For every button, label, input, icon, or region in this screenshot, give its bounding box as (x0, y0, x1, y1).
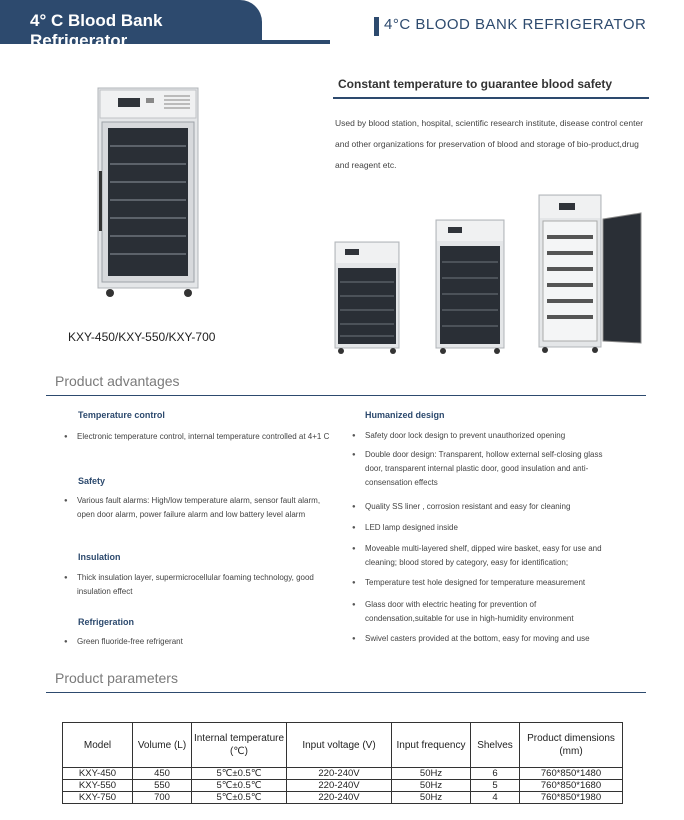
safety-bullet: Various fault alarms: High/low temperatu… (64, 494, 329, 522)
models-caption: KXY-450/KXY-550/KXY-700 (68, 330, 216, 344)
intro-underline (333, 97, 649, 99)
table-cell: 4 (470, 791, 520, 804)
table-row: KXY-450 450 5℃±0.5℃ 220-240V 50Hz 6 760*… (62, 767, 623, 780)
table-header: Input voltage (V) (286, 722, 392, 768)
table-cell: 50Hz (391, 767, 471, 780)
table-header: Internal temperature (℃) (191, 722, 287, 768)
table-cell: 550 (132, 779, 192, 792)
table-cell: 700 (132, 791, 192, 804)
table-cell: 5 (470, 779, 520, 792)
table-cell: 220-240V (286, 767, 392, 780)
temperature-control-bullet: Electronic temperature control, internal… (64, 430, 334, 444)
table-cell: KXY-450 (62, 767, 133, 780)
table-cell: 50Hz (391, 779, 471, 792)
table-cell: KXY-550 (62, 779, 133, 792)
refrigeration-heading: Refrigeration (78, 617, 135, 627)
table-header: Model (62, 722, 133, 768)
insulation-bullet: Thick insulation layer, supermicrocellul… (64, 571, 339, 599)
table-cell: 760*850*1680 (519, 779, 623, 792)
advantages-title: Product advantages (55, 373, 180, 389)
humanized-bullet: Glass door with electric heating for pre… (352, 598, 614, 626)
humanized-bullet: Double door design: Transparent, hollow … (352, 448, 614, 490)
refrigerator-kxy-700-image (538, 194, 642, 353)
refrigerator-kxy-550-image (435, 219, 505, 354)
table-row: KXY-550 550 5℃±0.5℃ 220-240V 50Hz 5 760*… (62, 779, 623, 792)
humanized-bullet: Quality SS liner , corrosion resistant a… (352, 500, 627, 514)
table-header: Volume (L) (132, 722, 192, 768)
table-cell: KXY-750 (62, 791, 133, 804)
humanized-bullet: Swivel casters provided at the bottom, e… (352, 632, 637, 646)
parameters-table: Model Volume (L) Internal temperature (℃… (62, 722, 623, 804)
humanized-bullet: Temperature test hole designed for tempe… (352, 576, 637, 590)
refrigeration-bullet: Green fluoride-free refrigerant (64, 635, 334, 649)
intro-heading: Constant temperature to guarantee blood … (338, 77, 613, 91)
temperature-control-heading: Temperature control (78, 410, 165, 420)
refrigerator-kxy-450-image (334, 241, 400, 354)
table-cell: 220-240V (286, 779, 392, 792)
intro-text: Used by blood station, hospital, scienti… (335, 118, 644, 170)
page-title: 4°C BLOOD BANK REFRIGERATOR (384, 16, 647, 33)
title-accent-bar (374, 17, 379, 36)
table-cell: 5℃±0.5℃ (191, 767, 287, 780)
header-tab-title: 4° C Blood Bank Refrigerator (30, 11, 163, 50)
table-cell: 760*850*1480 (519, 767, 623, 780)
table-cell: 760*850*1980 (519, 791, 623, 804)
humanized-design-heading: Humanized design (365, 410, 445, 420)
humanized-bullet: LED lamp designed inside (352, 521, 627, 535)
table-header-row: Model Volume (L) Internal temperature (℃… (62, 722, 623, 768)
advantages-divider (46, 395, 646, 396)
header-tab: 4° C Blood Bank Refrigerator (0, 0, 262, 50)
table-header: Input frequency (391, 722, 471, 768)
table-cell: 5℃±0.5℃ (191, 791, 287, 804)
table-cell: 220-240V (286, 791, 392, 804)
table-cell: 50Hz (391, 791, 471, 804)
parameters-divider (46, 692, 646, 693)
table-cell: 450 (132, 767, 192, 780)
table-cell: 6 (470, 767, 520, 780)
humanized-bullet: Moveable multi-layered shelf, dipped wir… (352, 542, 627, 570)
humanized-bullet: Safety door lock design to prevent unaut… (352, 429, 622, 443)
parameters-title: Product parameters (55, 670, 178, 686)
table-row: KXY-750 700 5℃±0.5℃ 220-240V 50Hz 4 760*… (62, 791, 623, 804)
table-cell: 5℃±0.5℃ (191, 779, 287, 792)
safety-heading: Safety (78, 476, 106, 486)
refrigerator-large-image (97, 87, 199, 297)
insulation-heading: Insulation (78, 552, 121, 562)
table-header: Shelves (470, 722, 520, 768)
table-header: Product dimensions (mm) (519, 722, 623, 768)
